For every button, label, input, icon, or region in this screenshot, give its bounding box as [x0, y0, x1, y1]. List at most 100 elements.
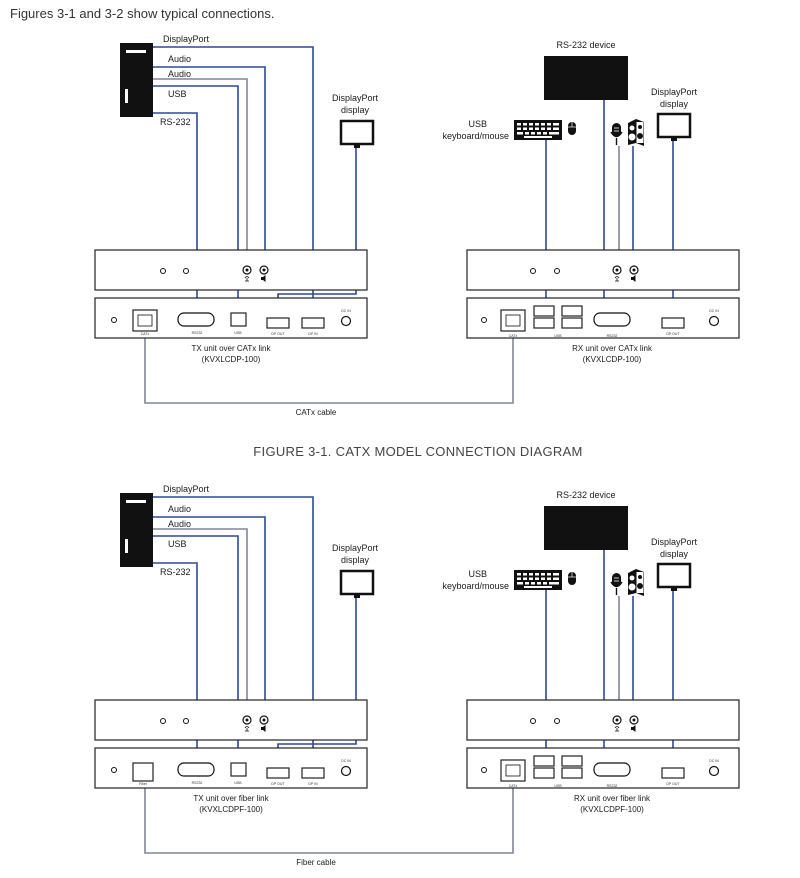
tx-port-label-fiber: Fiber	[139, 782, 148, 786]
monitor-icon	[339, 119, 375, 150]
tx-port-label-dp-out: DP OUT	[271, 782, 285, 786]
rx-usb-port-2	[533, 767, 555, 779]
rx-led-1	[530, 718, 536, 724]
tx-rs232-port	[177, 762, 215, 777]
tx-ground-icon	[111, 767, 117, 773]
cable-audio-out-tx	[153, 516, 266, 720]
cable-label: CATx cable	[296, 408, 337, 417]
tx-port-label-dp-in: DP IN	[308, 782, 318, 786]
tx-led-2	[183, 718, 189, 724]
rx-port-label-dc-in: DC IN	[709, 759, 719, 763]
label-usb-km-line1: USB	[468, 119, 487, 129]
rx-rj45-icon	[505, 314, 521, 327]
rx-usb-port-2	[533, 317, 555, 329]
tx-port-label-catx: CATx	[141, 332, 150, 336]
label-usb-tx: USB	[168, 539, 187, 549]
rx-port-label-dp-out: DP OUT	[666, 332, 680, 336]
rx-led-2	[554, 268, 560, 274]
label-dp-display-line2: display	[341, 555, 370, 565]
label-rs232-device: RS-232 device	[556, 40, 615, 50]
tx-front-panel	[94, 249, 368, 291]
label-dp-display-line2: display	[341, 105, 370, 115]
label-displayport-tx: DisplayPort	[163, 484, 210, 494]
label-rs232-tx: RS-232	[160, 567, 191, 577]
tx-led-1	[160, 718, 166, 724]
rx-dc-in-port	[708, 765, 720, 777]
rx-led-2	[554, 718, 560, 724]
tx-fiber-port	[132, 762, 154, 782]
keyboard-mouse-icon	[513, 119, 577, 141]
tx-port-label-rs232: RS232	[192, 331, 203, 335]
cable-link-catx-fiber	[144, 331, 514, 404]
tx-dp-in-port	[301, 767, 325, 779]
cable-dp-local-display	[277, 148, 357, 318]
tx-dc-in-port	[340, 765, 352, 777]
intro-text: Figures 3-1 and 3-2 show typical connect…	[10, 6, 275, 21]
rx-ground-icon	[481, 317, 487, 323]
tx-dp-out-port	[266, 317, 290, 329]
rx-usb-port-1	[533, 305, 555, 317]
label-dp-display-rx-line1: DisplayPort	[651, 87, 698, 97]
label-dp-display-line1: DisplayPort	[332, 543, 379, 553]
label-rs232-tx: RS-232	[160, 117, 191, 127]
rx-port-label-rs232: RS232	[607, 784, 618, 788]
tx-port-label-rs232: RS232	[192, 781, 203, 785]
tx-model: (KVXLCDP-100)	[202, 355, 261, 364]
rx-port-label-dp-out: DP OUT	[666, 782, 680, 786]
rx-usb-port-3	[561, 305, 583, 317]
tx-front-panel	[94, 699, 368, 741]
tx-rs232-port	[177, 312, 215, 327]
rx-dp-out-port	[661, 767, 685, 779]
rx-port-label-rs232: RS232	[607, 334, 618, 338]
tx-dp-out-port	[266, 767, 290, 779]
rs232-device-icon	[544, 506, 628, 550]
rx-port-label-usb: USB	[554, 334, 562, 338]
cable-link-catx-fiber	[144, 781, 514, 854]
rs232-device-icon	[544, 56, 628, 100]
tx-dc-in-port	[340, 315, 352, 327]
label-usb-km-line1: USB	[468, 569, 487, 579]
rx-model: (KVXLCDP-100)	[583, 355, 642, 364]
tx-port-label-dp-in: DP IN	[308, 332, 318, 336]
tx-port-label-usb: USB	[234, 781, 242, 785]
tx-port-label-usb: USB	[234, 331, 242, 335]
rx-model: (KVXLCDPF-100)	[580, 805, 644, 814]
tx-led-2	[183, 268, 189, 274]
label-dp-display-rx-line2: display	[660, 99, 689, 109]
label-audio-1: Audio	[168, 54, 191, 64]
tx-rj45-icon	[137, 314, 153, 327]
tx-usb-port	[230, 312, 247, 327]
tx-port-label-dp-out: DP OUT	[271, 332, 285, 336]
rx-ground-icon	[481, 767, 487, 773]
cable-audio-in-tx	[153, 78, 248, 270]
pc-tower-icon	[120, 493, 153, 567]
label-rs232-device: RS-232 device	[556, 490, 615, 500]
cable-label: Fiber cable	[296, 858, 336, 867]
rx-port-label-dc-in: DC IN	[709, 309, 719, 313]
label-dp-display-rx-line1: DisplayPort	[651, 537, 698, 547]
cable-displayport-tx	[153, 496, 314, 768]
rx-title: RX unit over fiber link	[574, 794, 651, 803]
pc-tower-icon	[120, 43, 153, 117]
monitor-icon-rx	[656, 112, 692, 143]
label-audio-2: Audio	[168, 69, 191, 79]
mic-speakers-icon	[610, 118, 645, 147]
rx-usb-port-1	[533, 755, 555, 767]
tx-port-label-dc-in: DC IN	[341, 309, 351, 313]
rx-front-panel	[466, 249, 740, 291]
cable-usb-tx	[153, 85, 239, 318]
monitor-icon-rx	[656, 562, 692, 593]
rx-dc-in-port	[708, 315, 720, 327]
label-usb-km-line2: keyboard/mouse	[442, 581, 509, 591]
rx-rs232-port	[593, 312, 631, 327]
label-dp-display-line1: DisplayPort	[332, 93, 379, 103]
label-displayport-tx: DisplayPort	[163, 34, 210, 44]
tx-title: TX unit over CATx link	[192, 344, 272, 353]
label-usb-tx: USB	[168, 89, 187, 99]
rx-port-label-catx: CATx	[509, 784, 518, 788]
figure-caption: FIGURE 3-1. CATX MODEL CONNECTION DIAGRA…	[253, 444, 583, 459]
rx-port-label-usb: USB	[554, 784, 562, 788]
rx-usb-port-4	[561, 767, 583, 779]
cable-displayport-tx	[153, 46, 314, 318]
